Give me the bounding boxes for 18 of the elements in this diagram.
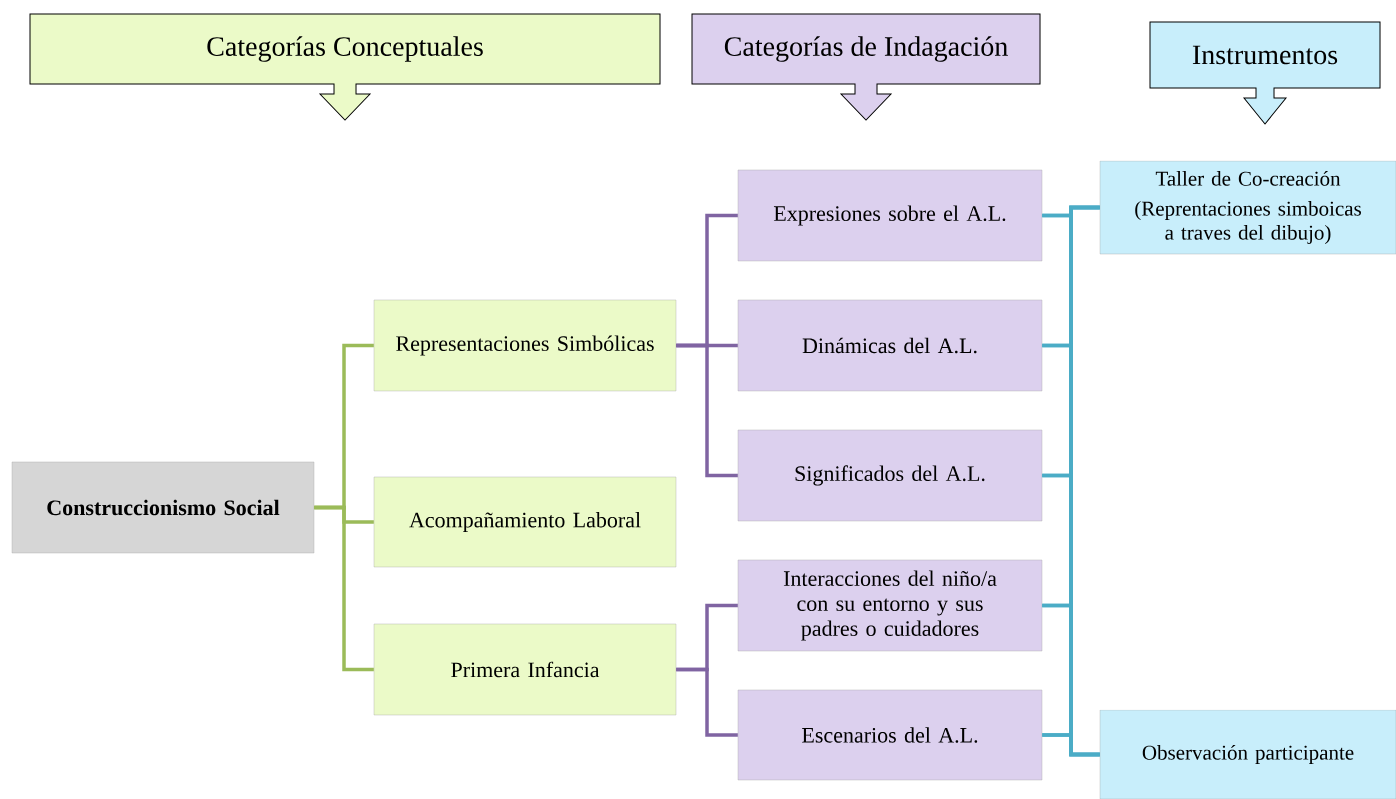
connector [314, 505, 374, 672]
root-box: Construccionismo Social [11, 461, 315, 554]
category-box: Primera Infancia [373, 623, 677, 716]
header-callout: Instrumentos [1149, 21, 1381, 125]
header-callout: Categorías Conceptuales [29, 13, 661, 121]
instrument-box: Observación participante [1099, 709, 1396, 799]
connector [1042, 733, 1100, 757]
category-box: Representaciones Simbólicas [373, 299, 677, 392]
inquiry-box: Significados del A.L. [737, 429, 1043, 522]
instrument-box: Taller de Co-creación (Reprentaciones simboicas a traves del dibujo) [1099, 160, 1396, 255]
inquiry-box: Interacciones del niño/a con su entorno y sus padres o cuidadores [737, 559, 1043, 652]
inquiry-box: Escenarios del A.L. [737, 689, 1043, 781]
connector [676, 667, 738, 737]
category-box: Acompañamiento Laboral [373, 476, 677, 568]
connector [676, 343, 738, 478]
header-callout: Categorías de Indagación [691, 13, 1041, 121]
inquiry-box: Dinámicas del A.L. [737, 299, 1043, 392]
inquiry-box: Expresiones sobre el A.L. [737, 169, 1043, 262]
